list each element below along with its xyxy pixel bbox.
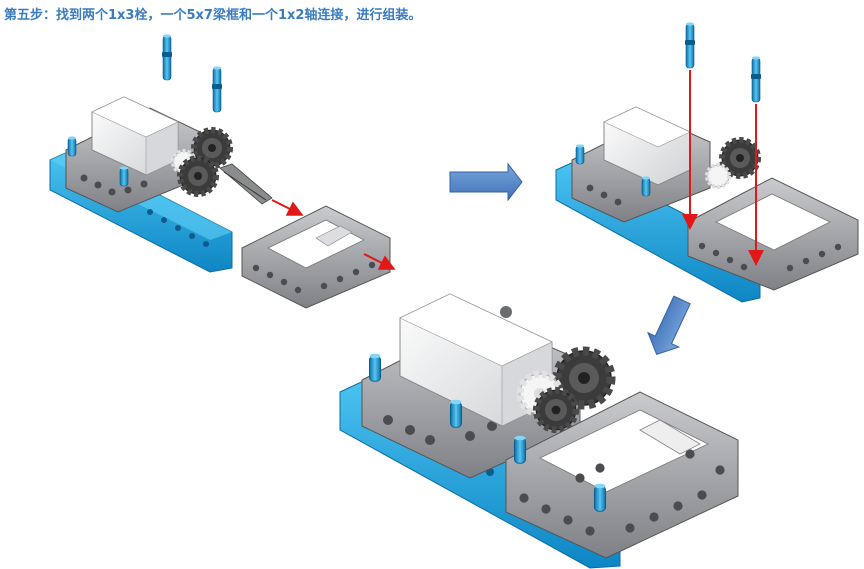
pin-above-2 xyxy=(750,55,762,103)
step-title: 第五步：找到两个1x3栓，一个5x7梁框和一个1x2轴连接，进行组装。 xyxy=(4,8,422,23)
pin-above-1 xyxy=(684,21,696,69)
motor xyxy=(91,96,179,176)
result-inserted-pin-2 xyxy=(593,483,607,512)
loose-pin-2 xyxy=(211,65,223,113)
panel-result xyxy=(339,293,739,569)
axle xyxy=(219,163,273,205)
loose-frame-5x7 xyxy=(241,205,391,309)
red-arrow-frame xyxy=(363,253,396,270)
loose-pin-1 xyxy=(161,33,173,81)
result-frame-5x7 xyxy=(505,391,739,559)
result-motor xyxy=(399,293,553,427)
red-arrow-axle xyxy=(271,199,304,216)
panel-parts xyxy=(49,33,396,309)
gear-small xyxy=(180,158,216,194)
next-step-arrow-down xyxy=(647,295,691,356)
result-inserted-pin-1 xyxy=(513,435,527,464)
next-step-arrow-right xyxy=(449,162,523,202)
panel-insertion xyxy=(555,21,859,303)
